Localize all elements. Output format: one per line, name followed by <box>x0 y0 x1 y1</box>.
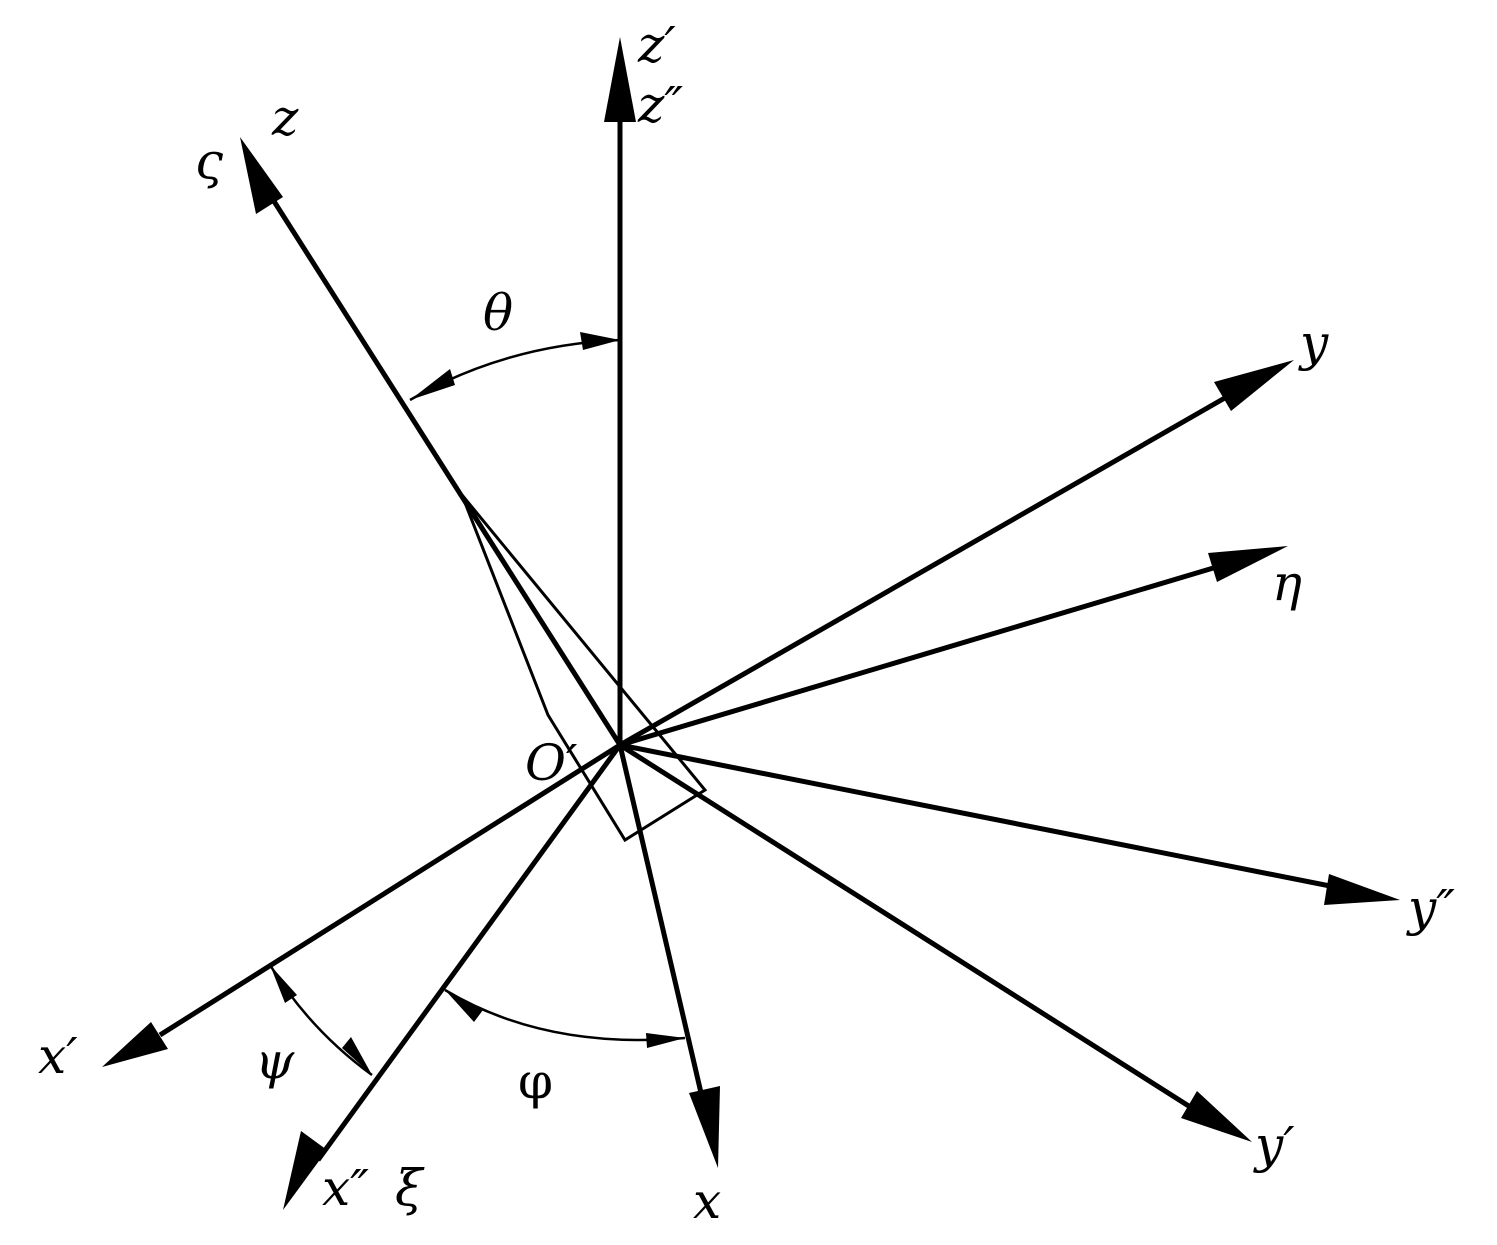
phi-arc <box>444 988 686 1048</box>
psi-arc <box>268 964 373 1077</box>
phi-arc-arrowhead-right <box>646 1033 685 1048</box>
x-prime-arrowhead <box>102 1022 168 1067</box>
rigid-body-outline <box>460 494 708 843</box>
label-zeta: ς <box>195 132 223 190</box>
theta-arc-arrowhead-right <box>580 332 620 350</box>
y-axis <box>618 360 1294 748</box>
x-prime-axis <box>102 742 622 1067</box>
z-axis <box>240 137 623 747</box>
z-arrowhead <box>240 137 283 214</box>
x-double-prime-arrowhead <box>283 1131 327 1210</box>
label-xi: ξ <box>395 1159 425 1217</box>
y-prime-arrowhead <box>1181 1091 1252 1142</box>
eta-axis <box>619 546 1288 748</box>
label-x-prime: x′ <box>38 1027 78 1085</box>
label-x: x <box>693 1172 721 1230</box>
label-x-double-prime: x″ <box>322 1159 369 1217</box>
theta-arc <box>409 332 621 402</box>
theta-arc-arrowhead-left <box>410 369 455 400</box>
phi-arc-arrowhead-left <box>445 990 483 1022</box>
label-origin: O′ <box>525 734 578 792</box>
x-double-prime-axis <box>283 743 623 1210</box>
label-psi: ψ <box>255 1032 295 1090</box>
label-y-double-prime: y″ <box>1406 879 1455 937</box>
y-arrowhead <box>1214 360 1294 411</box>
label-y: y <box>1298 314 1329 372</box>
psi-arc-arrowhead-bottom <box>342 1037 372 1075</box>
label-eta: η <box>1272 554 1302 612</box>
x-axis <box>617 744 720 1168</box>
label-z: z <box>271 89 299 147</box>
psi-arc-arrowhead-top <box>270 965 297 1003</box>
label-y-prime: y′ <box>1253 1116 1295 1174</box>
y-prime-axis <box>618 742 1252 1142</box>
eta-arrowhead <box>1208 546 1288 582</box>
label-z-double-prime: z″ <box>637 76 683 134</box>
x-arrowhead <box>689 1086 720 1168</box>
z-prime-arrowhead <box>604 37 636 122</box>
label-theta: θ <box>483 284 513 342</box>
y-double-prime-arrowhead <box>1324 874 1400 905</box>
y-double-prime-axis <box>619 742 1400 905</box>
label-z-prime: z′ <box>637 16 676 74</box>
z-prime-axis <box>604 37 636 745</box>
label-phi: φ <box>518 1052 553 1110</box>
